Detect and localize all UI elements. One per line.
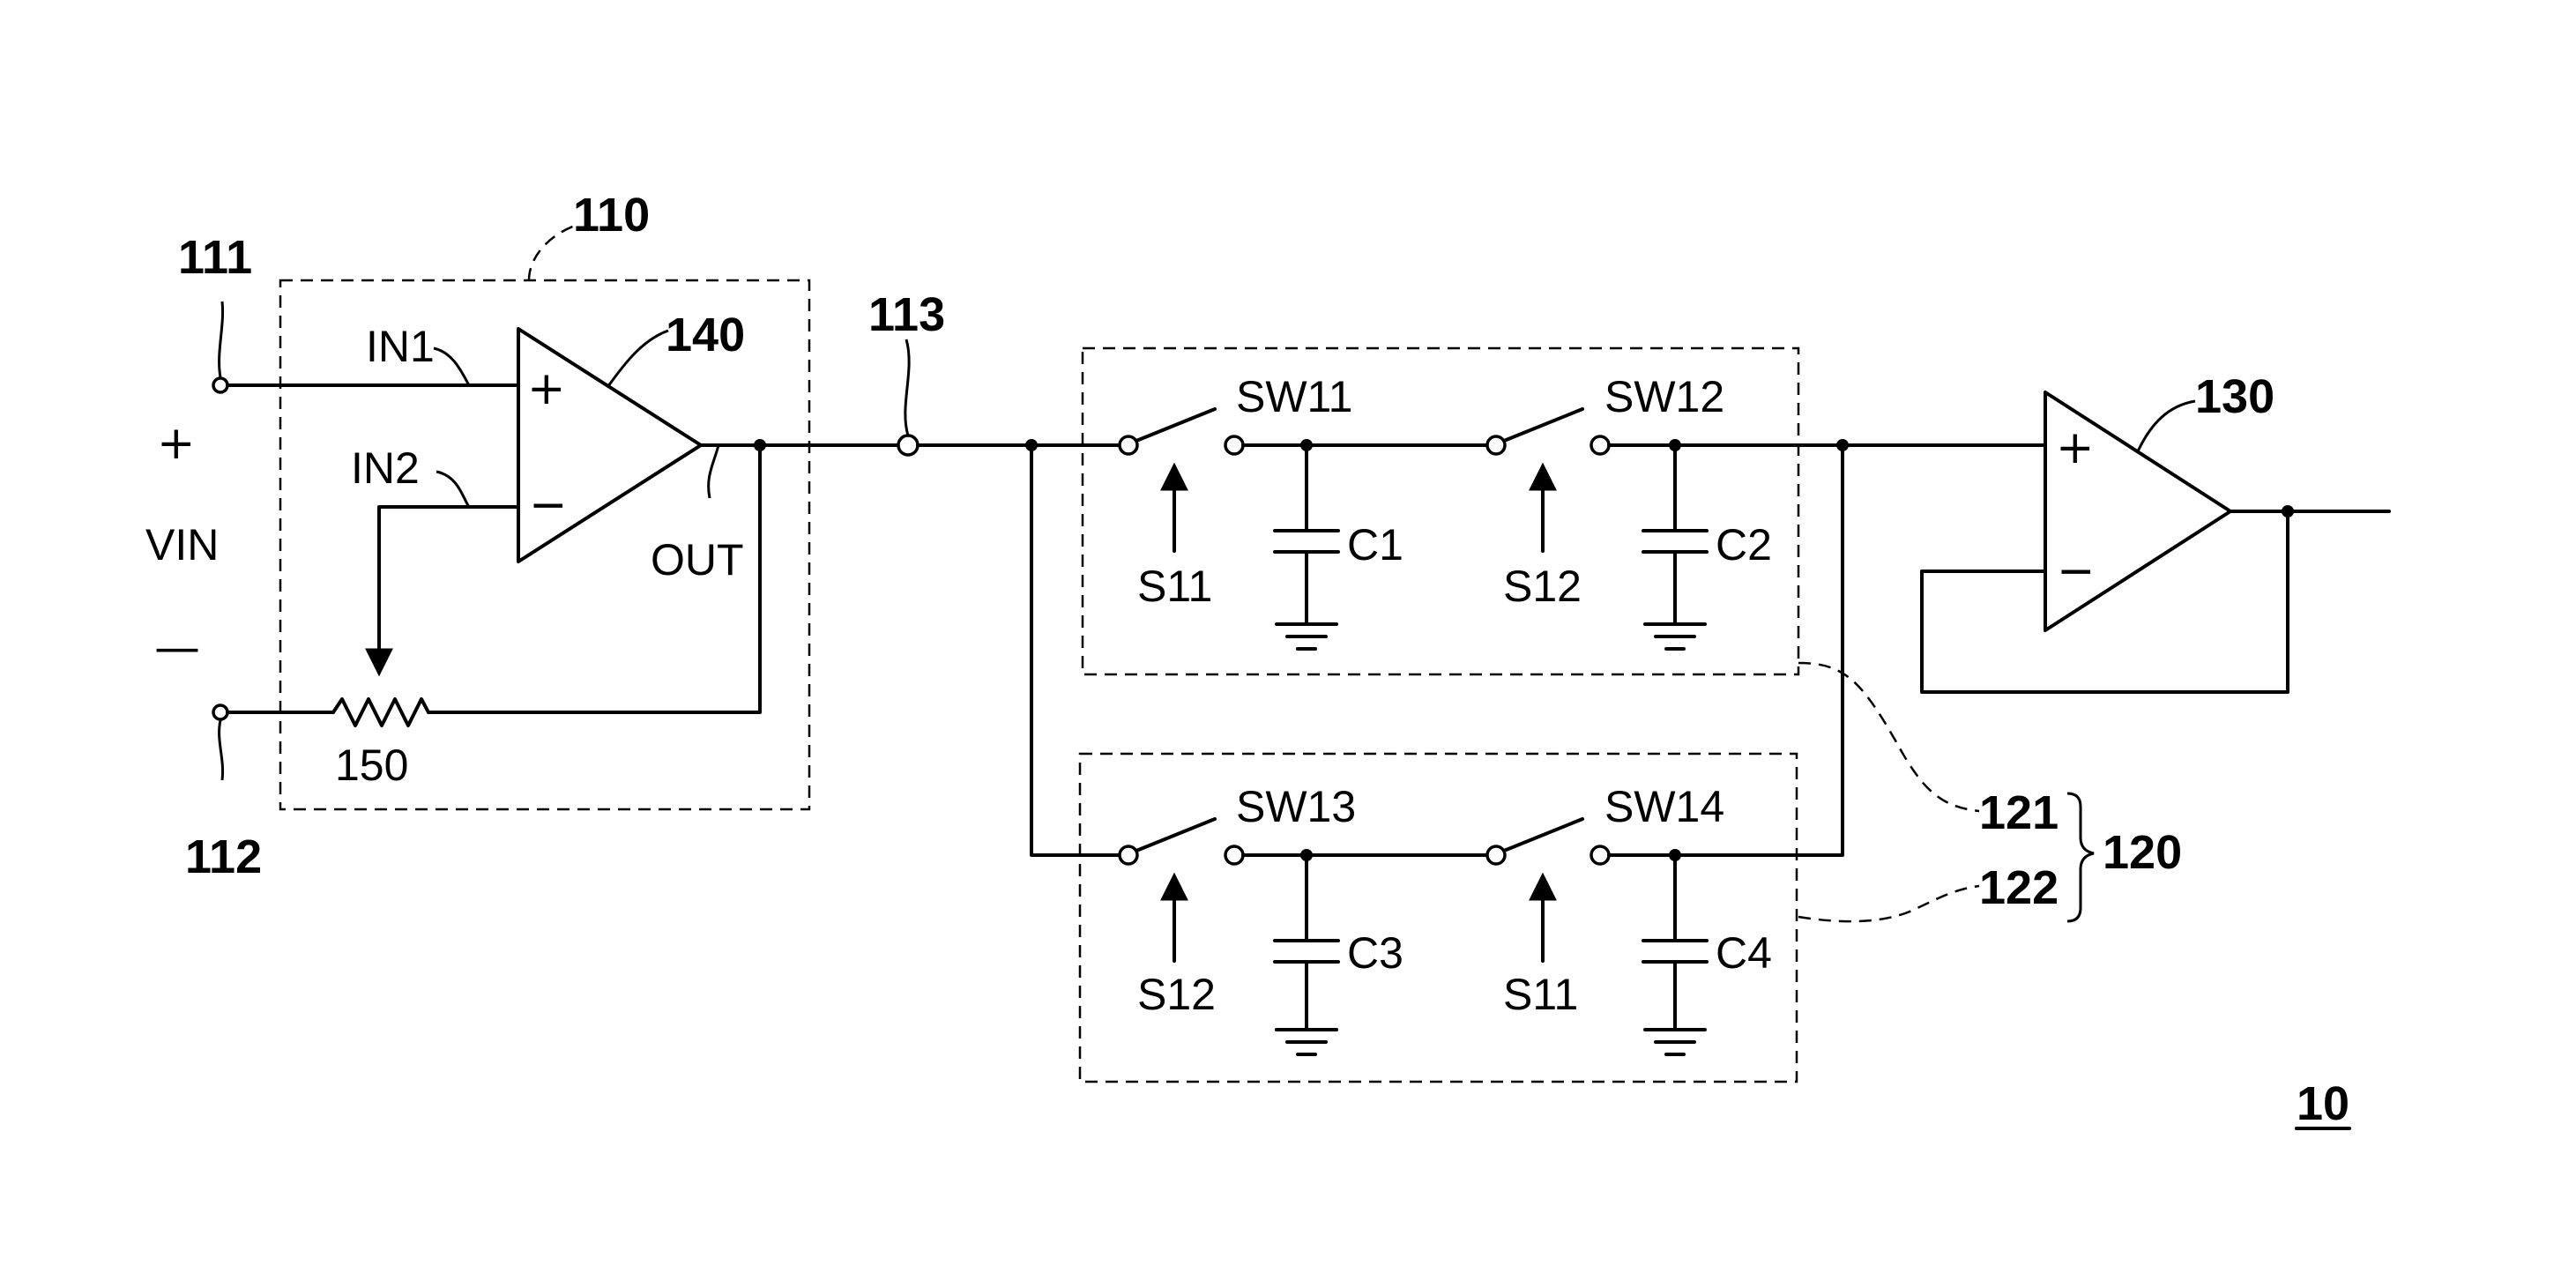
wire-split-down — [1031, 445, 1120, 855]
amp-140-plus: + — [527, 362, 566, 415]
amp-140-leader — [608, 331, 668, 386]
ref-121: 121 — [1979, 786, 2059, 839]
ground-c2 — [1645, 624, 1705, 649]
ground-c3 — [1277, 1030, 1336, 1054]
wire-in2 — [379, 507, 518, 670]
ref-140: 140 — [666, 309, 745, 361]
amp-130-minus: − — [2057, 545, 2096, 598]
ref-150: 150 — [335, 741, 408, 790]
resistor-150 — [333, 699, 428, 726]
ground-c1 — [1277, 624, 1336, 649]
switch-sw11[interactable] — [1120, 409, 1243, 454]
ref-111: 111 — [178, 231, 252, 284]
switch-sw12[interactable] — [1487, 409, 1609, 454]
node-113[interactable] — [898, 436, 918, 455]
terminal-111-leader — [220, 302, 223, 377]
vin-minus-sign: — — [154, 622, 200, 674]
out-leader — [709, 445, 718, 498]
amp-140-minus: − — [529, 479, 568, 532]
brace-120 — [2067, 793, 2094, 921]
label-sw12: SW12 — [1604, 372, 1724, 421]
capacitor-c2 — [1643, 445, 1707, 624]
ref-112: 112 — [185, 830, 262, 883]
bank-121-leader — [1798, 663, 1979, 811]
ground-c4 — [1645, 1030, 1705, 1054]
capacitor-c4 — [1643, 855, 1707, 1030]
label-s12-bank122: S12 — [1137, 970, 1216, 1019]
figure-number: 10 — [2297, 1077, 2349, 1130]
terminal-112[interactable] — [213, 705, 227, 719]
ref-120: 120 — [2103, 826, 2182, 879]
junction-out — [754, 439, 766, 451]
wire-feedback-130 — [1922, 511, 2288, 692]
label-c3: C3 — [1347, 928, 1403, 978]
node-113-leader — [905, 339, 909, 436]
label-s11-bank122: S11 — [1503, 970, 1578, 1019]
switch-sw13[interactable] — [1120, 819, 1243, 864]
label-sw11: SW11 — [1236, 372, 1352, 421]
ref-110: 110 — [573, 189, 650, 242]
label-c4: C4 — [1716, 928, 1772, 978]
capacitor-c3 — [1275, 855, 1338, 1030]
label-sw14: SW14 — [1604, 782, 1724, 831]
vin-label: VIN — [145, 520, 219, 570]
ref-113: 113 — [868, 288, 945, 341]
ref-122: 122 — [1979, 861, 2059, 914]
ref-130: 130 — [2195, 370, 2274, 423]
label-s12-bank121: S12 — [1503, 562, 1582, 611]
label-in1: IN1 — [366, 322, 435, 371]
label-sw13: SW13 — [1236, 782, 1356, 831]
label-c2: C2 — [1716, 520, 1772, 570]
vin-plus-sign: + — [157, 417, 196, 470]
in1-leader — [434, 348, 469, 385]
label-out: OUT — [651, 535, 744, 584]
in2-leader — [436, 472, 469, 507]
label-s11-bank121: S11 — [1137, 562, 1212, 611]
label-in2: IN2 — [351, 443, 420, 493]
terminal-112-leader — [220, 720, 223, 780]
switch-sw14[interactable] — [1487, 819, 1609, 864]
bank-122-leader — [1798, 886, 1979, 921]
label-c1: C1 — [1347, 520, 1403, 570]
amp-130-leader — [2138, 401, 2195, 451]
amp-130-plus: + — [2056, 421, 2095, 474]
capacitor-c1 — [1275, 445, 1338, 624]
block-110-leader — [529, 225, 577, 280]
terminal-111[interactable] — [213, 378, 227, 392]
